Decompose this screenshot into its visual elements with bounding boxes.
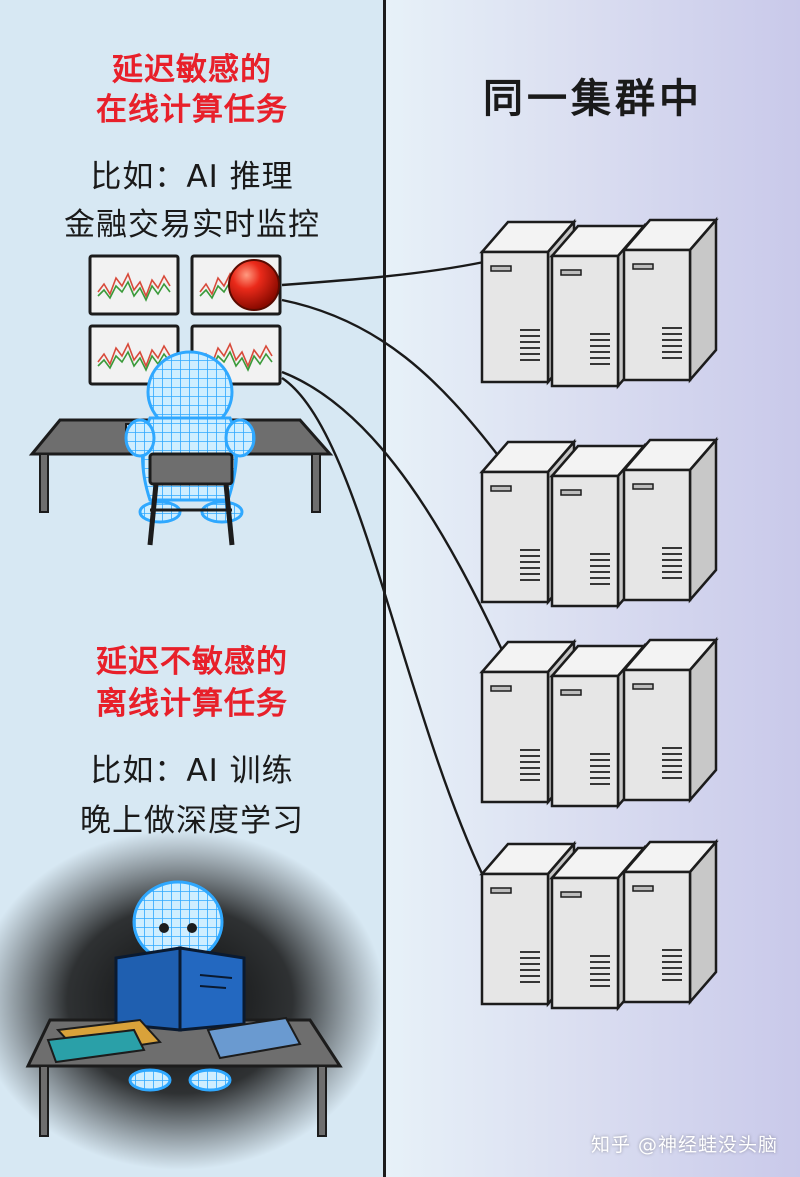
chair-icon bbox=[147, 452, 235, 546]
online-task-title-line1: 延迟敏感的 bbox=[112, 52, 272, 88]
offline-task-example-line1: 比如：AI 训练 bbox=[90, 753, 294, 789]
cluster-label: 同一集群中 bbox=[483, 76, 703, 122]
offline-task-title-line2: 离线计算任务 bbox=[96, 686, 288, 722]
server-icon bbox=[480, 218, 718, 1010]
offline-task-example-line2: 晚上做深度学习 bbox=[80, 803, 304, 839]
online-task-example-line1: 比如：AI 推理 bbox=[90, 159, 294, 195]
online-task-title-line2: 在线计算任务 bbox=[96, 92, 288, 128]
offline-task-title-line1: 延迟不敏感的 bbox=[96, 644, 288, 680]
online-task-example-line2: 金融交易实时监控 bbox=[64, 207, 320, 243]
watermark: 知乎 @神经蛙没头脑 bbox=[590, 1134, 778, 1156]
alert-ball-icon bbox=[228, 259, 280, 311]
panel-divider bbox=[383, 0, 386, 1177]
book-icon bbox=[46, 946, 302, 1064]
